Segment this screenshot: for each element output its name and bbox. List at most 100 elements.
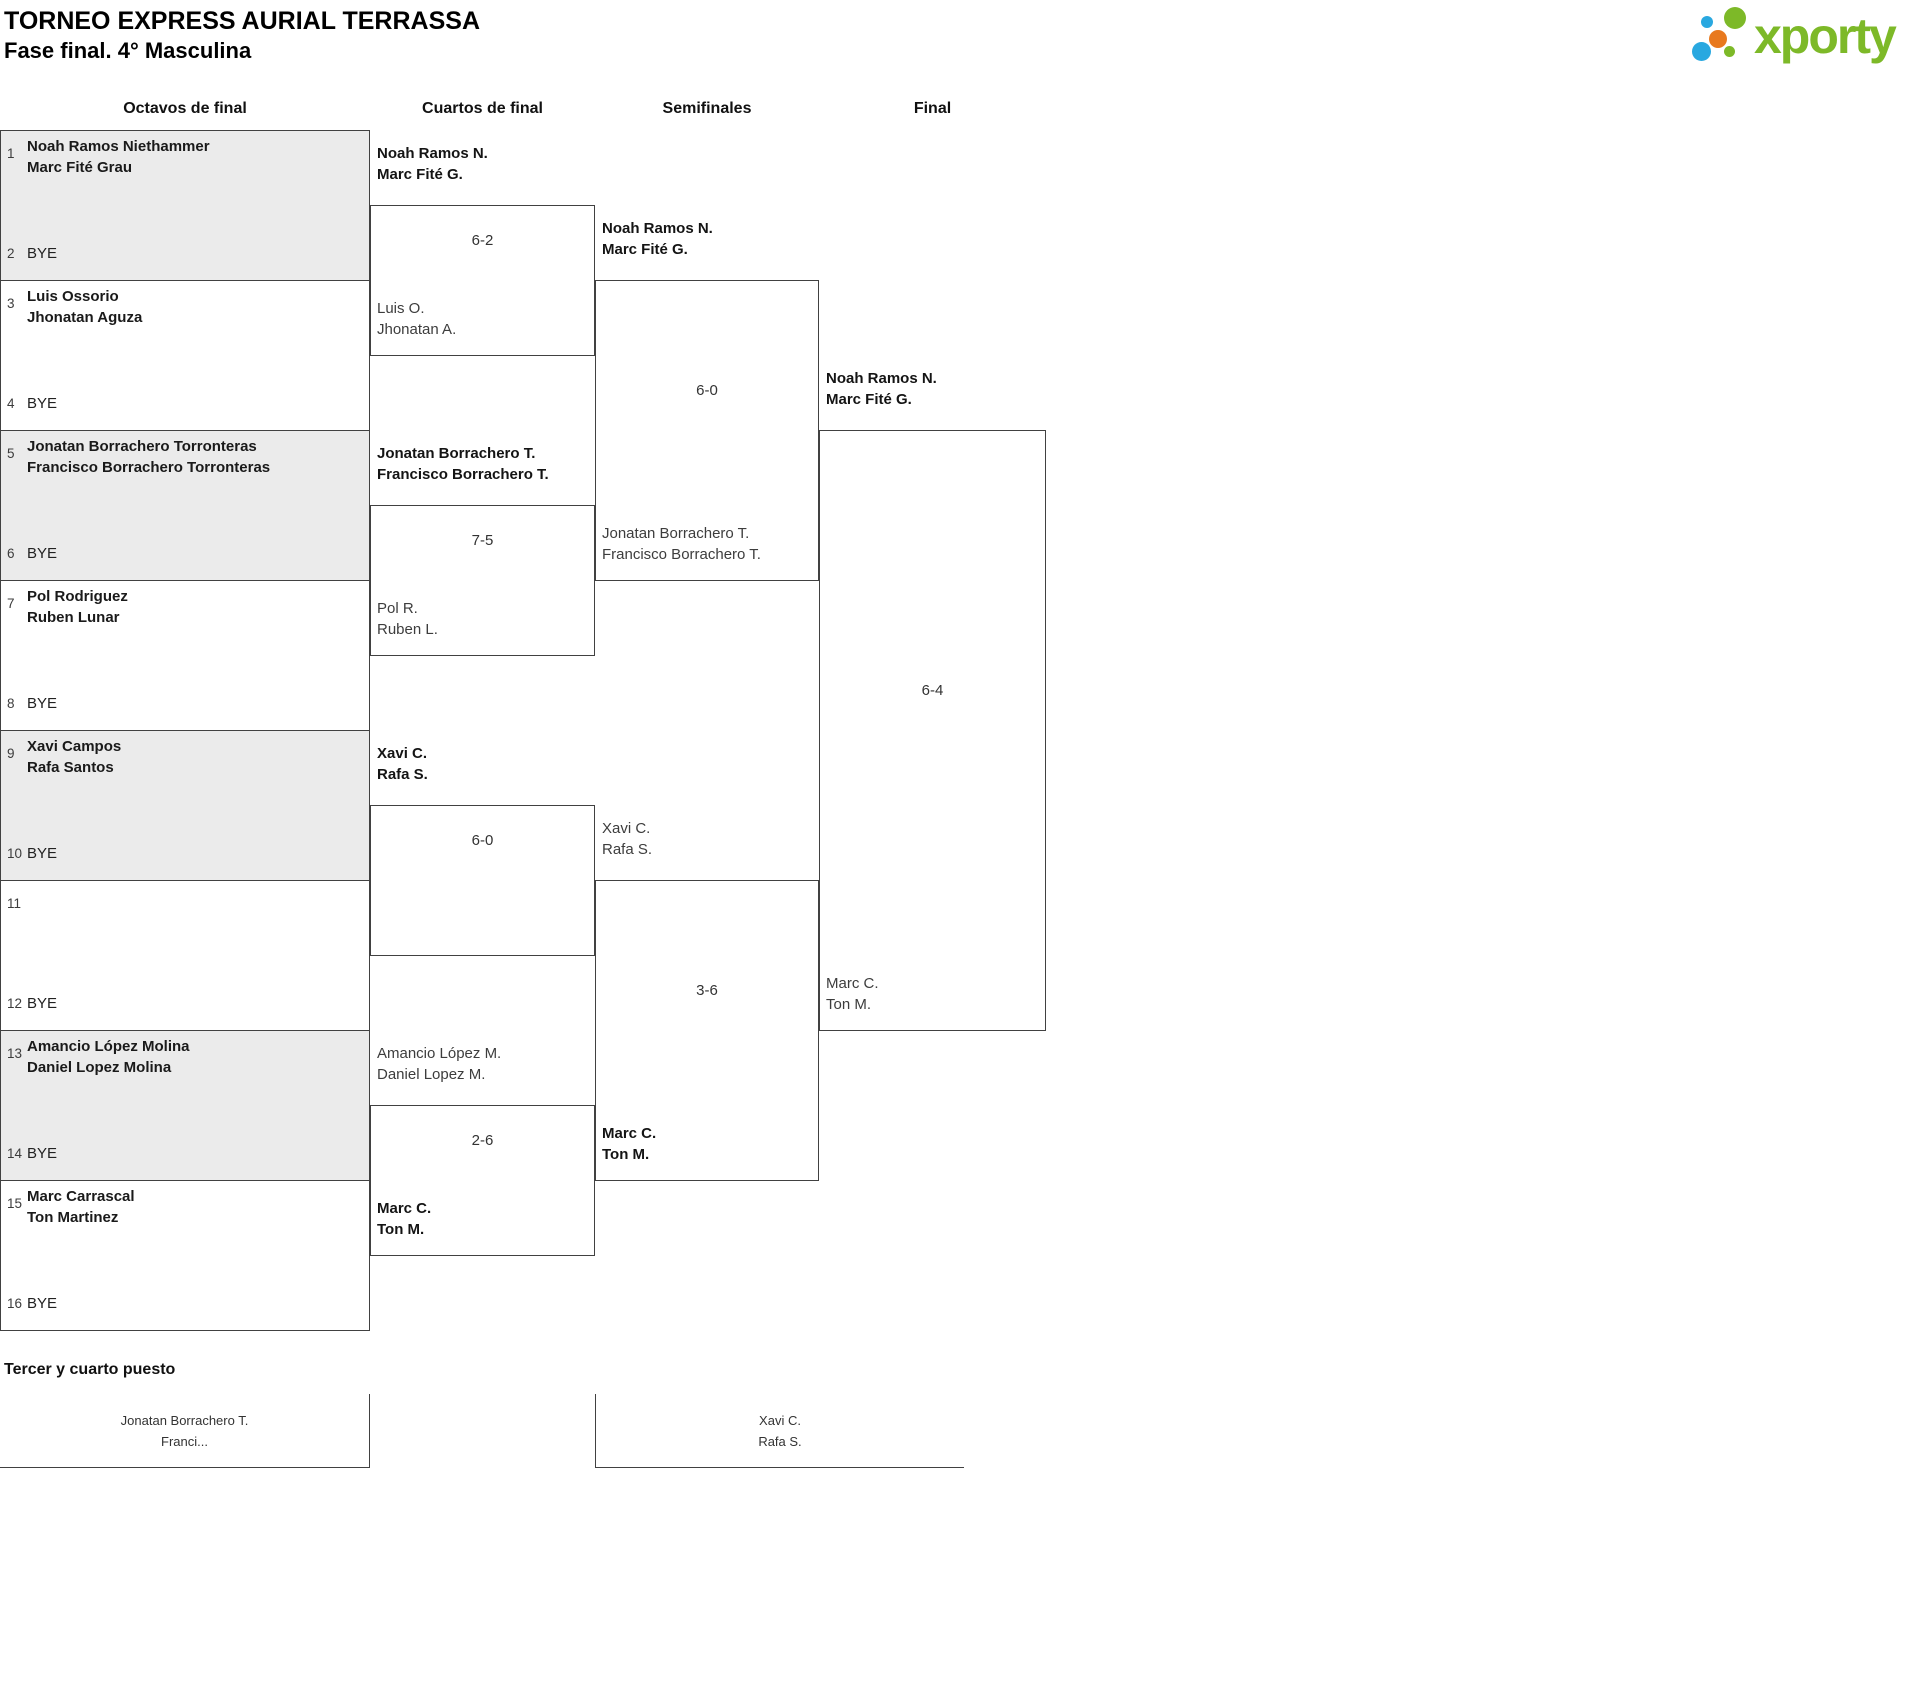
team-line: Ton M.	[826, 996, 872, 1013]
team-name: Noah Ramos Niethammer Marc Fité Grau	[27, 136, 210, 178]
qf4-top-team: Amancio López M. Daniel Lopez M.	[377, 1043, 588, 1085]
octavos-slot-5-6: 5 Jonatan Borrachero Torronteras Francis…	[0, 430, 370, 581]
qf2-score: 7-5	[471, 532, 494, 549]
team-line: Luis O.	[377, 300, 425, 317]
qf4-score: 2-6	[471, 1132, 494, 1149]
sf2-bottom-team: Marc C. Ton M.	[602, 1123, 812, 1165]
seed-number: 13	[7, 1046, 23, 1061]
seed-number: 5	[7, 446, 15, 461]
team-name: Xavi Campos Rafa Santos	[27, 736, 121, 778]
match-box-sf1[interactable]	[595, 280, 819, 581]
qf1-bottom-team: Luis O. Jhonatan A.	[377, 298, 588, 340]
seed-number: 8	[7, 696, 15, 711]
match-box-final[interactable]	[819, 430, 1046, 1031]
seed-number: 15	[7, 1196, 23, 1211]
team-line: Jonatan Borrachero T.	[377, 445, 536, 462]
team-line: Francisco Borrachero Torronteras	[27, 459, 271, 476]
team-line: Amancio López Molina	[27, 1038, 190, 1055]
team-line: Rafa S.	[377, 766, 428, 783]
seed-number: 2	[7, 246, 15, 261]
match-box-qf3[interactable]	[370, 805, 595, 956]
logo-wordmark: xporty	[1754, 8, 1897, 64]
team-line: Marc C.	[602, 1125, 657, 1142]
seed-number: 9	[7, 746, 15, 761]
team-line: Ton Martinez	[27, 1209, 119, 1226]
qf1-score: 6-2	[471, 232, 494, 249]
team-line: Noah Ramos N.	[602, 220, 713, 237]
bye-label: BYE	[27, 1145, 58, 1162]
team-line: Luis Ossorio	[27, 288, 119, 305]
qf3-score: 6-0	[471, 832, 494, 849]
team-line: Xavi C.	[377, 745, 428, 762]
seed-number: 11	[7, 896, 22, 911]
team-line: Marc Fité G.	[377, 166, 463, 183]
match-box-qf1[interactable]	[370, 205, 595, 356]
qf2-bottom-team: Pol R. Ruben L.	[377, 598, 588, 640]
team-line: Marc Fité Grau	[27, 159, 133, 176]
match-box-qf4[interactable]	[370, 1105, 595, 1256]
qf1-top-team: Noah Ramos N. Marc Fité G.	[377, 143, 588, 185]
team-line: Jonatan Borrachero T.	[602, 525, 750, 542]
team-line: Jhonatan Aguza	[27, 309, 143, 326]
team-line: Ton M.	[602, 1146, 650, 1163]
sf1-top-team: Noah Ramos N. Marc Fité G.	[602, 218, 812, 260]
third-place-heading: Tercer y cuarto puesto	[4, 1361, 176, 1378]
octavos-slot-13-14: 13 Amancio López Molina Daniel Lopez Mol…	[0, 1030, 370, 1181]
match-box-sf2[interactable]	[595, 880, 819, 1181]
team-line: Jhonatan A.	[377, 321, 457, 338]
bye-label: BYE	[27, 845, 58, 862]
team-line: Pol Rodriguez	[27, 588, 128, 605]
bye-label: BYE	[27, 995, 58, 1012]
team-line: Marc C.	[377, 1200, 432, 1217]
bye-row: 14 BYE	[7, 1144, 57, 1164]
seed-number: 16	[7, 1296, 23, 1311]
third-place-right-box[interactable]: Xavi C. Rafa S.	[595, 1394, 964, 1468]
bye-label: BYE	[27, 695, 58, 712]
team-line: Noah Ramos N.	[377, 145, 488, 162]
team-line: Ruben Lunar	[27, 609, 120, 626]
bye-row: 16 BYE	[7, 1294, 57, 1314]
team-line: Rafa S.	[602, 841, 653, 858]
third-place-left-box[interactable]: Jonatan Borrachero T. Franci...	[0, 1394, 370, 1468]
match-box-qf2[interactable]	[370, 505, 595, 656]
logo-dot-blue-small	[1701, 16, 1713, 28]
final-score: 6-4	[921, 682, 944, 699]
octavos-slot-7-8: 7 Pol Rodriguez Ruben Lunar 8 BYE	[0, 580, 370, 731]
sf1-bottom-team: Jonatan Borrachero T. Francisco Borrache…	[602, 523, 812, 565]
tournament-title: TORNEO EXPRESS AURIAL TERRASSA	[4, 7, 481, 35]
team-line: Jonatan Borrachero Torronteras	[27, 438, 257, 455]
team-line: Franci...	[161, 1434, 208, 1449]
seed-number: 7	[7, 596, 15, 611]
seed-number: 14	[7, 1146, 23, 1161]
round-header-octavos: Octavos de final	[123, 100, 247, 117]
team-line: Xavi C.	[759, 1413, 801, 1428]
team-name: Luis Ossorio Jhonatan Aguza	[27, 286, 142, 328]
seed-number: 6	[7, 546, 15, 561]
bye-label: BYE	[27, 245, 58, 262]
final-bottom-team: Marc C. Ton M.	[826, 973, 1039, 1015]
team-line: Ton M.	[377, 1221, 425, 1238]
bye-label: BYE	[27, 1295, 58, 1312]
final-top-team: Noah Ramos N. Marc Fité G.	[826, 368, 1039, 410]
sf2-top-team: Xavi C. Rafa S.	[602, 818, 812, 860]
bye-row: 12 BYE	[7, 994, 57, 1014]
octavos-slot-11-12: 11 12 BYE	[0, 880, 370, 1031]
round-header-final: Final	[913, 100, 952, 117]
team-line: Rafa Santos	[27, 759, 114, 776]
team-line: Marc Fité G.	[602, 241, 688, 258]
team-line: Daniel Lopez M.	[377, 1066, 486, 1083]
seed-number: 3	[7, 296, 15, 311]
seed-number: 12	[7, 996, 23, 1011]
team-line: Francisco Borrachero T.	[377, 466, 549, 483]
phase-subtitle: Fase final. 4° Masculina	[4, 38, 252, 63]
octavos-slot-1-2: 1 Noah Ramos Niethammer Marc Fité Grau 2…	[0, 130, 370, 281]
team-line: Xavi Campos	[27, 738, 122, 755]
xporty-logo[interactable]: xporty	[1690, 0, 1920, 80]
logo-dot-green-small	[1724, 46, 1735, 57]
round-header-semifinales: Semifinales	[662, 100, 752, 117]
